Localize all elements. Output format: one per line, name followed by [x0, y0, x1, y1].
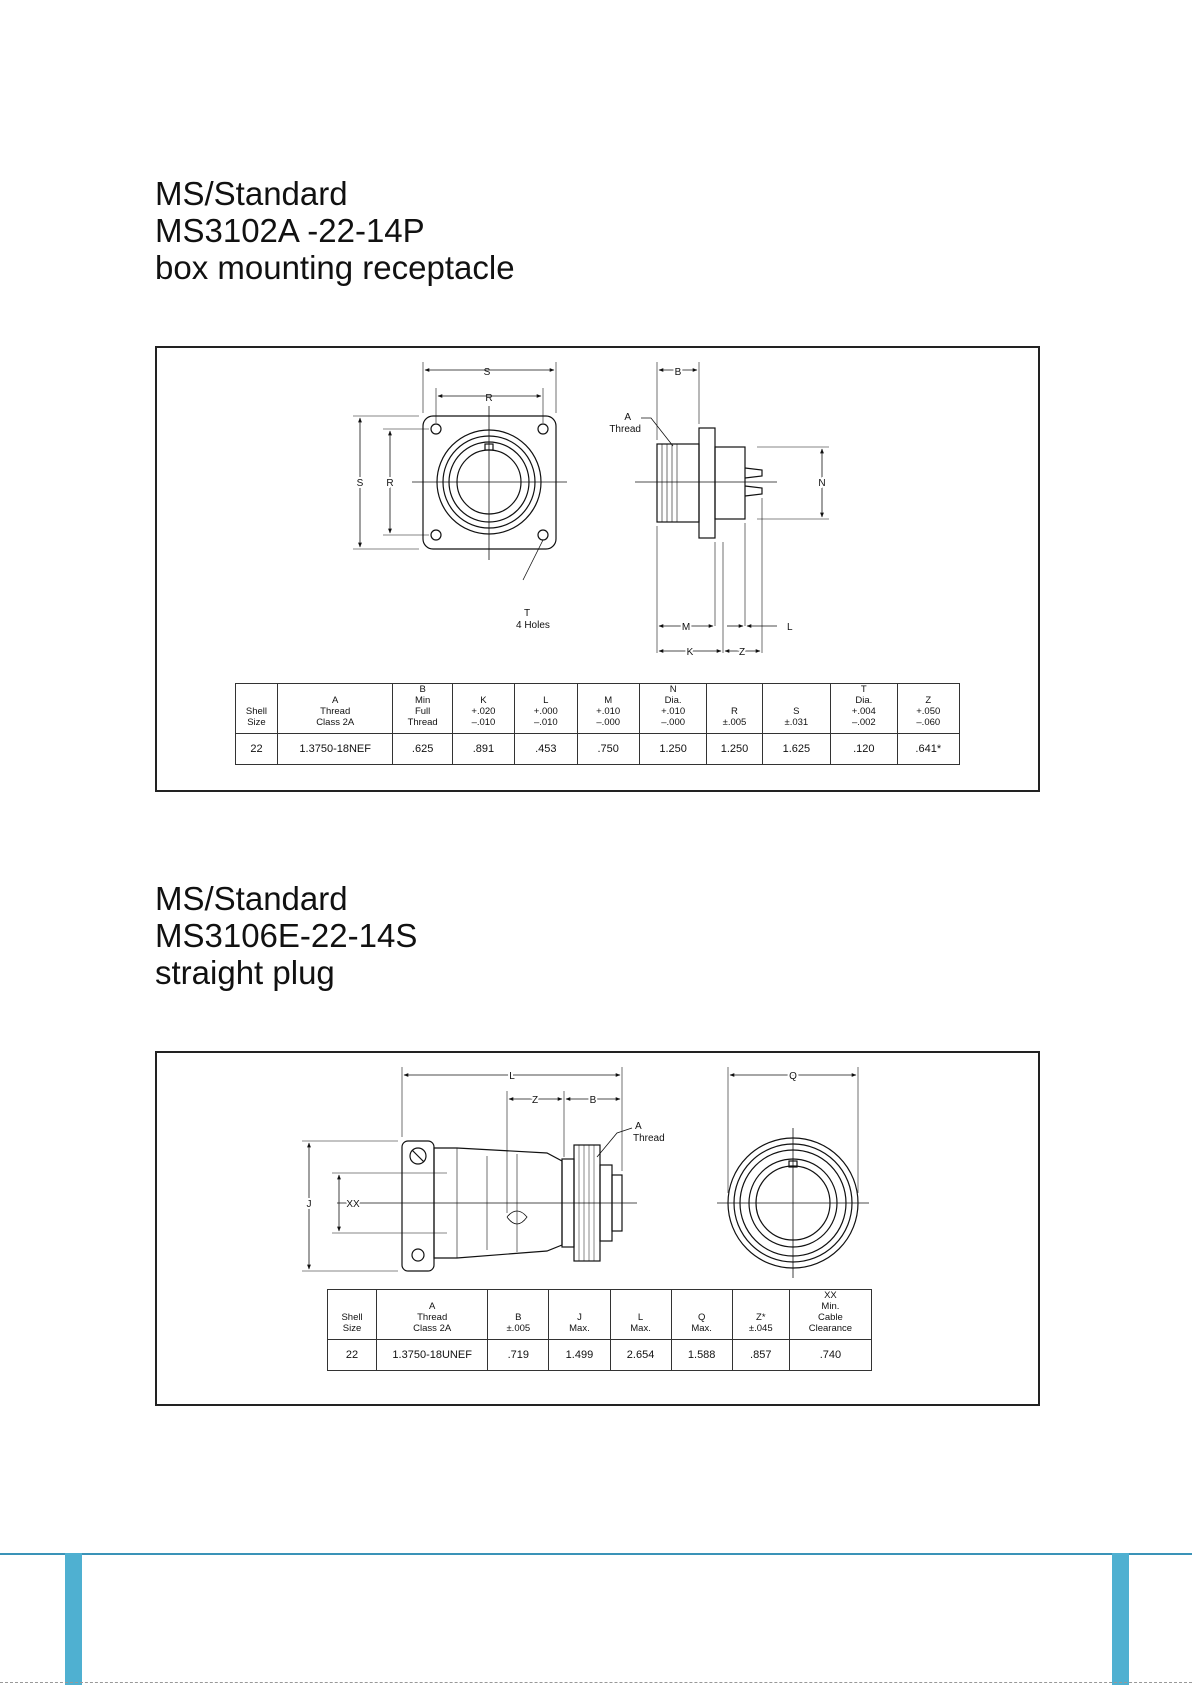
header-m: M+.010–.000: [576, 683, 640, 734]
table-row: 22 1.3750-18UNEF .719 1.499 2.654 1.588 …: [326, 1339, 873, 1371]
section2-title: MS/Standard MS3106E-22-14S straight plug: [155, 880, 417, 991]
plug-front-view: [717, 1067, 869, 1278]
dim-label-n: N: [818, 478, 825, 489]
label-thread: Thread: [633, 1133, 665, 1144]
header-k: K+.020–.010: [451, 683, 516, 734]
header-z: Z+.050–.060: [896, 683, 961, 734]
cell-a-thread: 1.3750-18UNEF: [376, 1339, 489, 1371]
header-z: Z*±.045: [731, 1289, 790, 1340]
cell-l: 2.654: [609, 1339, 672, 1371]
cell-q: 1.588: [670, 1339, 733, 1371]
cell-s: 1.625: [761, 733, 832, 765]
cell-k: .891: [451, 733, 516, 765]
dim-label-q: Q: [789, 1071, 797, 1082]
dim-label-l: L: [509, 1071, 515, 1082]
dim-label-xx: XX: [346, 1199, 360, 1210]
receptacle-front-view: [353, 362, 567, 581]
cell-m: .750: [576, 733, 640, 765]
dim-label-r-top: R: [485, 393, 492, 404]
label-thread: Thread: [609, 424, 641, 435]
section1-title-line-2: MS3102A -22-14P: [155, 212, 425, 249]
footer-bar-left: [65, 1553, 82, 1685]
receptacle-side-view: [635, 362, 829, 653]
dim-label-z: Z: [739, 647, 745, 658]
cell-shell-size: 22: [326, 1339, 378, 1371]
header-r: R±.005: [706, 683, 763, 734]
cell-z: .641*: [896, 733, 961, 765]
footer-dotted-edge: [0, 1682, 1192, 1683]
label-a: A: [624, 412, 631, 423]
section1-title: MS/Standard MS3102A -22-14P box mounting…: [155, 175, 515, 286]
section1-panel: S R S R T 4 Holes: [155, 346, 1040, 792]
footer-rule: [0, 1553, 1192, 1555]
cell-z: .857: [731, 1339, 790, 1371]
dim-label-t: T: [524, 608, 530, 619]
plug-side-view: [302, 1067, 637, 1272]
cell-a-thread: 1.3750-18NEF: [276, 733, 394, 765]
cell-j: 1.499: [548, 1339, 611, 1371]
section1-title-line-3: box mounting receptacle: [155, 249, 515, 286]
cell-shell-size: 22: [235, 733, 278, 765]
label-a: A: [635, 1121, 642, 1132]
section2-title-line-3: straight plug: [155, 954, 335, 991]
section2-title-line-2: MS3106E-22-14S: [155, 917, 418, 954]
dim-label-l: L: [787, 622, 793, 633]
header-s: S±.031: [761, 683, 832, 734]
footer-bar-right: [1112, 1553, 1129, 1685]
dim-label-z: Z: [532, 1095, 538, 1106]
cell-xx: .740: [788, 1339, 873, 1371]
cell-b: .625: [392, 733, 453, 765]
dim-label-r-left: R: [386, 478, 393, 489]
section2-title-line-1: MS/Standard: [155, 880, 348, 917]
receptacle-drawing: S R S R T 4 Holes: [353, 362, 829, 660]
cell-b: .719: [487, 1339, 550, 1371]
dim-label-m: M: [682, 622, 690, 633]
dim-label-j: J: [307, 1199, 312, 1210]
table-row: 22 1.3750-18NEF .625 .891 .453 .750 1.25…: [235, 733, 961, 765]
label-4-holes: 4 Holes: [516, 620, 550, 631]
plug-drawing: L Z B A Thread J XX Q: [302, 1067, 869, 1278]
dim-label-b: B: [675, 367, 682, 378]
dim-label-k: K: [687, 647, 694, 658]
header-b: B±.005: [487, 1289, 550, 1340]
dim-label-s-top: S: [484, 367, 491, 378]
cell-r: 1.250: [706, 733, 763, 765]
dim-label-b: B: [590, 1095, 597, 1106]
cell-t: .120: [830, 733, 898, 765]
cell-l: .453: [514, 733, 578, 765]
cell-n: 1.250: [638, 733, 708, 765]
header-l: L+.000–.010: [514, 683, 578, 734]
dim-label-s-left: S: [357, 478, 364, 489]
section1-title-line-1: MS/Standard: [155, 175, 348, 212]
